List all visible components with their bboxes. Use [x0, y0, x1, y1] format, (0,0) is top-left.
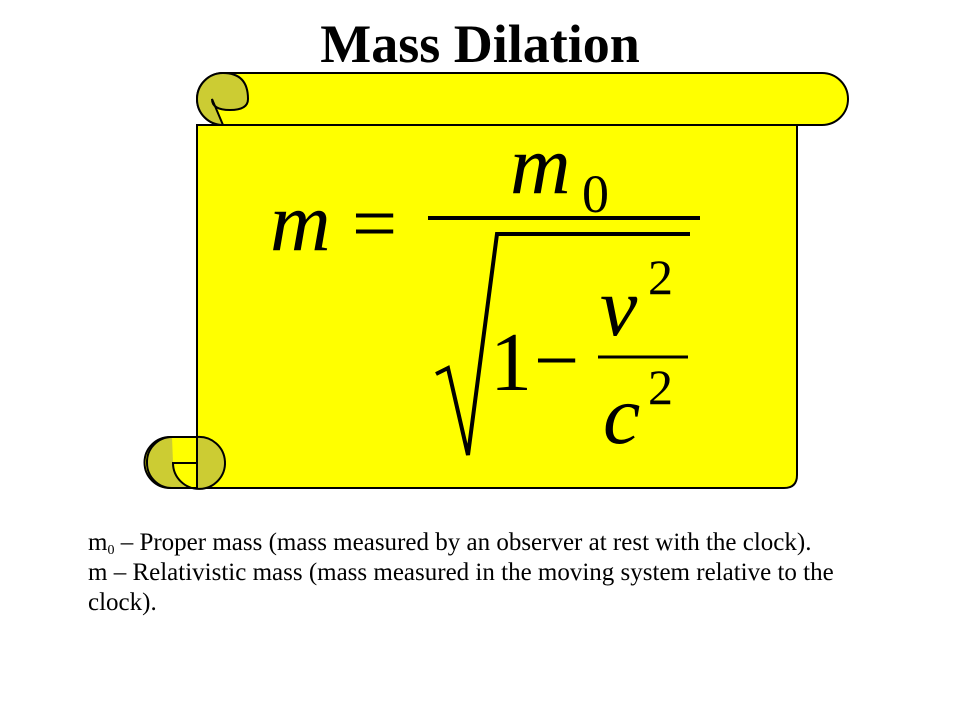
scroll-top-roll: [196, 72, 849, 126]
definitions: m0 – Proper mass (mass measured by an ob…: [88, 528, 878, 618]
scroll-bottom-curl: [145, 435, 226, 490]
formula-velocity-exponent: 2: [648, 249, 673, 305]
formula-velocity: v: [600, 261, 638, 354]
definition-relativistic-mass: m – Relativistic mass (mass measured in …: [88, 559, 834, 616]
formula-one: 1: [490, 316, 532, 409]
formula-equals: =: [352, 180, 397, 268]
formula-lhs: m: [270, 176, 331, 269]
formula-numerator-subscript: 0: [582, 164, 609, 224]
proper-mass-subscript: 0: [107, 543, 115, 558]
formula-light-speed-exponent: 2: [648, 359, 673, 415]
scroll-sheet: [196, 124, 798, 489]
scroll-top-curl: [195, 71, 250, 127]
formula-minus: −: [534, 317, 579, 405]
proper-mass-text: – Proper mass (mass measured by an obser…: [114, 529, 812, 556]
definition-proper-mass: m0 – Proper mass (mass measured by an ob…: [88, 528, 878, 558]
slide-title: Mass Dilation: [320, 14, 640, 74]
formula-numerator: m: [510, 119, 571, 212]
radical-sign: [435, 232, 690, 456]
mass-dilation-formula: m = m 0 1 − v 2 c 2: [270, 119, 700, 462]
proper-mass-symbol: m: [88, 529, 108, 556]
formula-light-speed: c: [603, 369, 640, 462]
